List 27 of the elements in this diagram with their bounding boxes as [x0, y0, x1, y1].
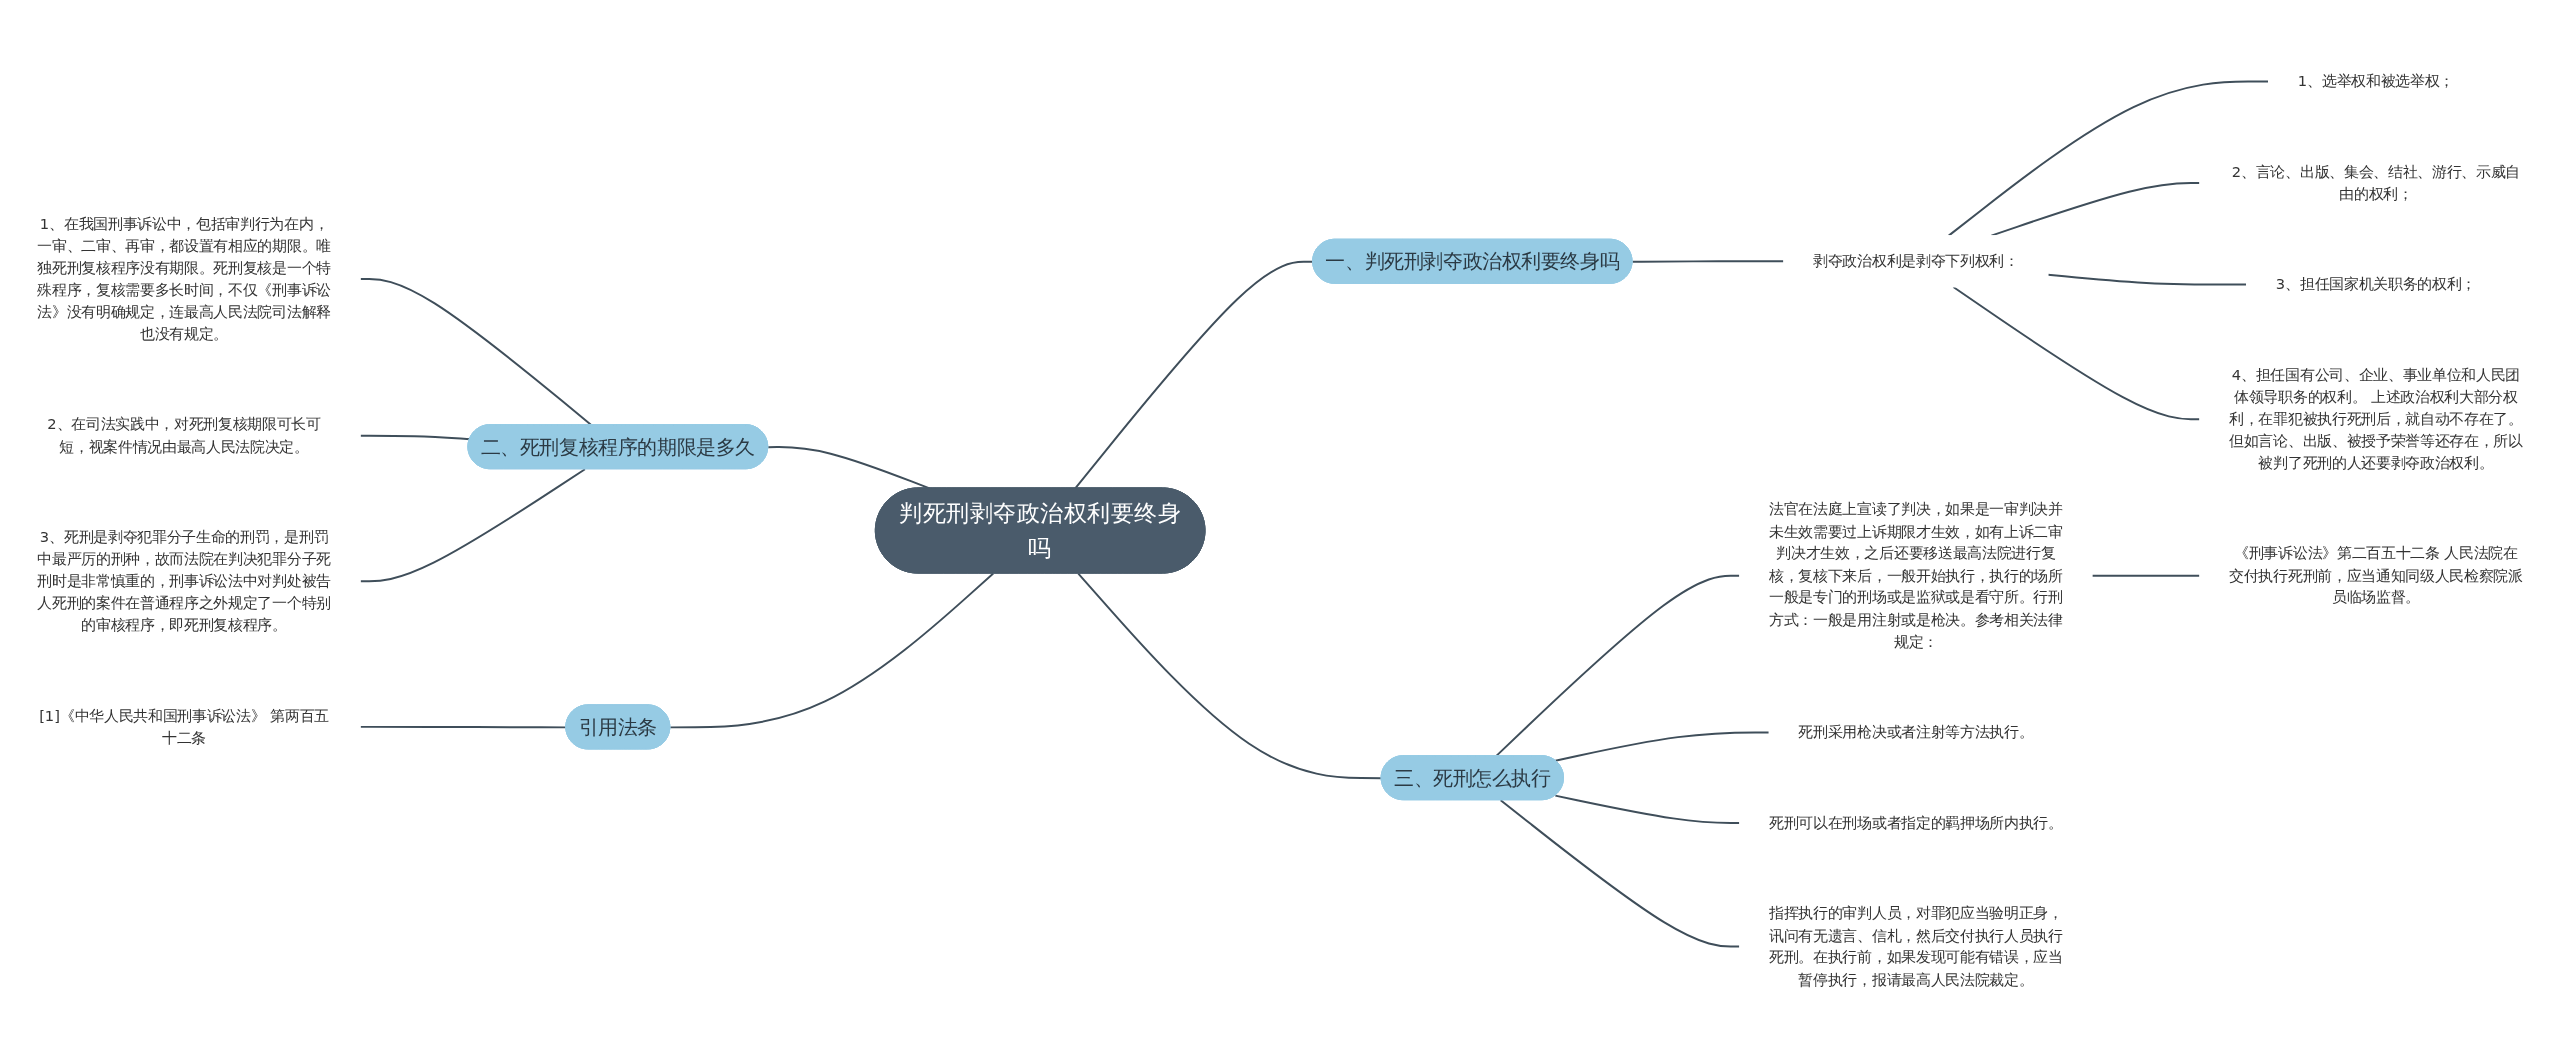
node-text: 死刑采用枪决或者注射等方法执行。	[1798, 723, 2034, 741]
connector	[1990, 182, 2201, 237]
node-text: 2、言论、出版、集会、结社、游行、示威自由的权利；	[2231, 162, 2521, 203]
node-text: 3、死刑是剥夺犯罪分子生命的刑罚，是刑罚中最严厉的刑种，故而法院在判决犯罪分子死刑时是非常慎重的，刑事诉讼法中对判处被告人死刑的案件在普通程序之外规定了一个特别的审核程序，即死刑复核程序。	[37, 528, 331, 634]
connector	[2091, 574, 2201, 577]
node-text: [1]《中华人民共和国刑事诉讼法》 第两百五十二条	[39, 706, 329, 747]
node-text: 1、选举权和被选举权；	[2297, 72, 2455, 90]
connector	[1499, 799, 1741, 948]
node-text: 剥夺政治权利是剥夺下列权利：	[1813, 252, 2019, 270]
connector	[2047, 273, 2248, 286]
node-text: 指挥执行的审判人员，对罪犯应当验明正身，讯问有无遗言、信札，然后交付执行人员执行死刑。在执行前，如果发现可能有错误，应当暂停执行，报请最高人民法院裁定。	[1769, 904, 2063, 989]
node-text: 2、在司法实践中，对死刑复核期限可长可短，视案件情况由最高人民法院决定。	[47, 415, 321, 456]
connector	[1631, 260, 1785, 263]
connector	[1947, 80, 2270, 237]
connector	[1554, 794, 1741, 824]
node-text: 《刑事诉讼法》第二百五十二条 人民法院在交付执行死刑前，应当通知同级人民检察院派员临场监督。	[2229, 544, 2523, 607]
connector	[359, 468, 586, 583]
connector	[1952, 286, 2201, 421]
connector	[1077, 572, 1383, 780]
connector	[669, 572, 995, 729]
node-text: 4、担任国有公司、企业、事业单位和人民团体领导职务的权利。 上述政治权利大部分权利，在罪犯被执行死刑后，就自动不存在了。但如言论、出版、被授予荣誉等还存在，所以被判了死刑的人还要剥夺政治权利。	[2229, 366, 2523, 472]
node-text: 死刑可以在刑场或者指定的羁押场所内执行。	[1769, 813, 2063, 832]
node-text: 1、在我国刑事诉讼中，包括审判行为在内，一审、二审、再审，都设置有相应的期限。唯独死刑复核程序没有期限。死刑复核是一个特殊程序，复核需要多长时间，不仅《刑事诉讼法》没有明确规定，连最高人民法院司法解释也没有规定。	[37, 214, 331, 343]
connector	[359, 434, 471, 441]
node-text: 3、担任国家机关职务的权利；	[2275, 275, 2477, 294]
connector	[1554, 731, 1770, 762]
node-text: 法官在法庭上宣读了判决，如果是一审判决并未生效需要过上诉期限才生效，如有上诉二审判决才生效，之后还要移送最高法院进行复核，复核下来后，一般开始执行，执行的场所一般是专门的刑场或是监狱或是看守所。行刑方式：一般是用注射或是枪决。参考相关法律规定：	[1769, 500, 2063, 651]
